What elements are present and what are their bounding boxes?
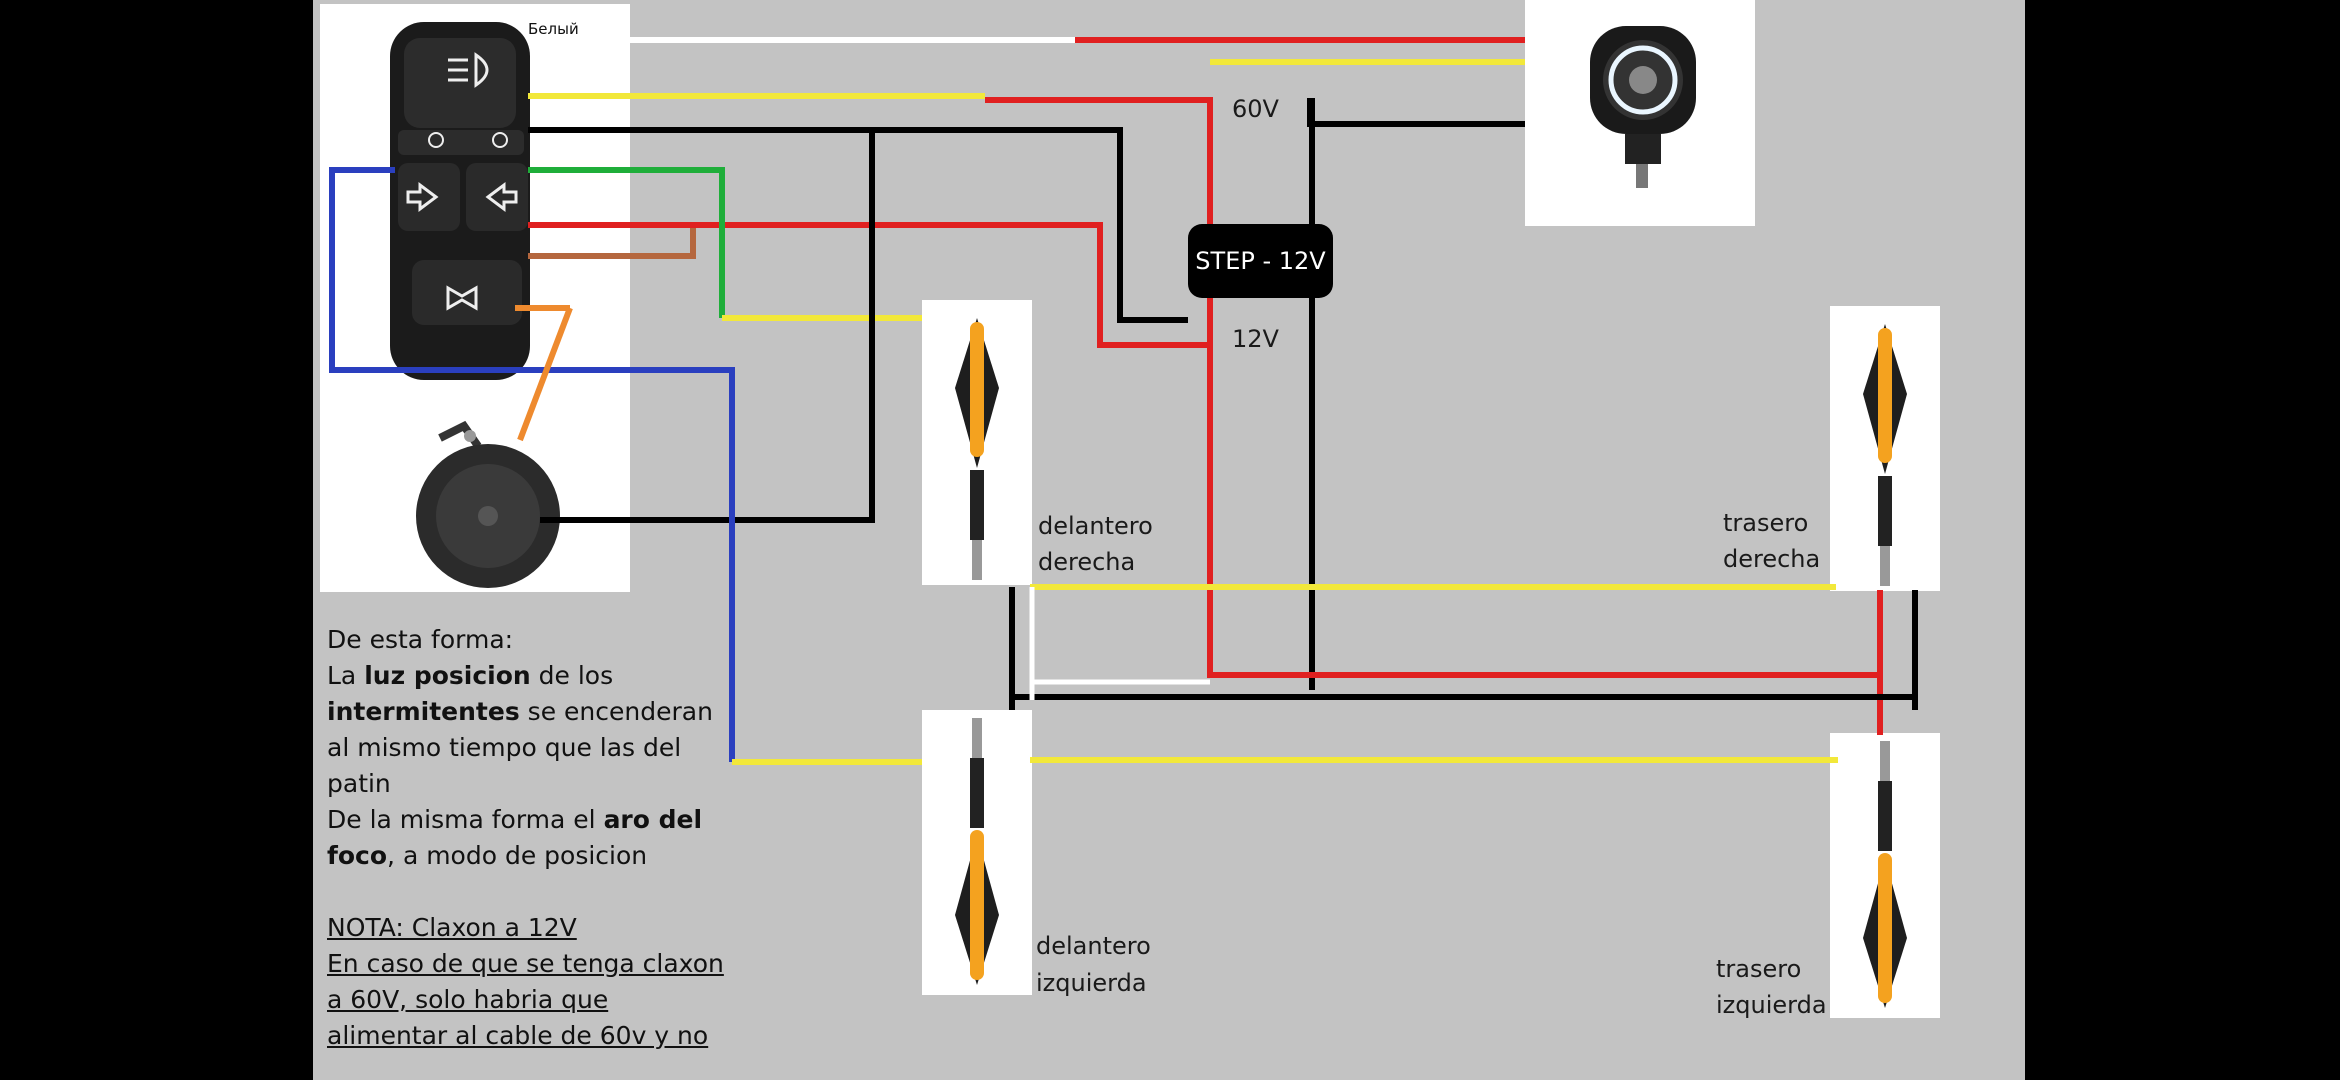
nota-title: NOTA: Claxon a 12V [327,913,577,942]
handlebar-switch-icon [390,22,530,380]
indicator-front-right-label-2: derecha [1038,548,1136,576]
indicator-front-left-label-1: delantero [1036,932,1151,960]
turn-signal-icon [1863,324,1907,586]
output-voltage-label: 12V [1232,325,1279,353]
indicator-front-right-label-1: delantero [1038,512,1153,540]
indicator-rear-left-label-2: izquierda [1716,991,1827,1019]
notes-line-3: al mismo tiempo que las del [327,733,682,762]
indicator-front-left-label-2: izquierda [1036,969,1147,997]
step-down-converter: STEP - 12V [1188,224,1333,298]
turn-signal-icon [955,718,999,985]
switch-wire-label: Белый [528,20,579,38]
step-down-label: STEP - 12V [1195,247,1326,275]
turn-signal-icon [1863,741,1907,1008]
indicator-rear-right-label-2: derecha [1723,545,1821,573]
explanation-notes: De esta forma: La luz posicion de los in… [327,622,727,1054]
turn-signal-icon [955,318,999,580]
nota-line-2: a 60V, solo habria que [327,985,609,1014]
notes-line-4: patin [327,769,391,798]
headlight-icon [1590,26,1696,188]
indicator-rear-right-label-1: trasero [1723,509,1809,537]
notes-line-2: intermitentes se encenderan [327,697,713,726]
notes-line-6: foco, a modo de posicion [327,841,648,870]
nota-line-3: alimentar al cable de 60v y no [327,1021,709,1050]
notes-line-1: La luz posicion de los [327,661,614,690]
nota-line-1: En caso de que se tenga claxon [327,949,724,978]
input-voltage-label: 60V [1232,95,1279,123]
horn-icon [416,420,560,588]
notes-intro: De esta forma: [327,625,514,654]
notes-line-5: De la misma forma el aro del [327,805,703,834]
indicator-rear-left-label-1: trasero [1716,955,1802,983]
